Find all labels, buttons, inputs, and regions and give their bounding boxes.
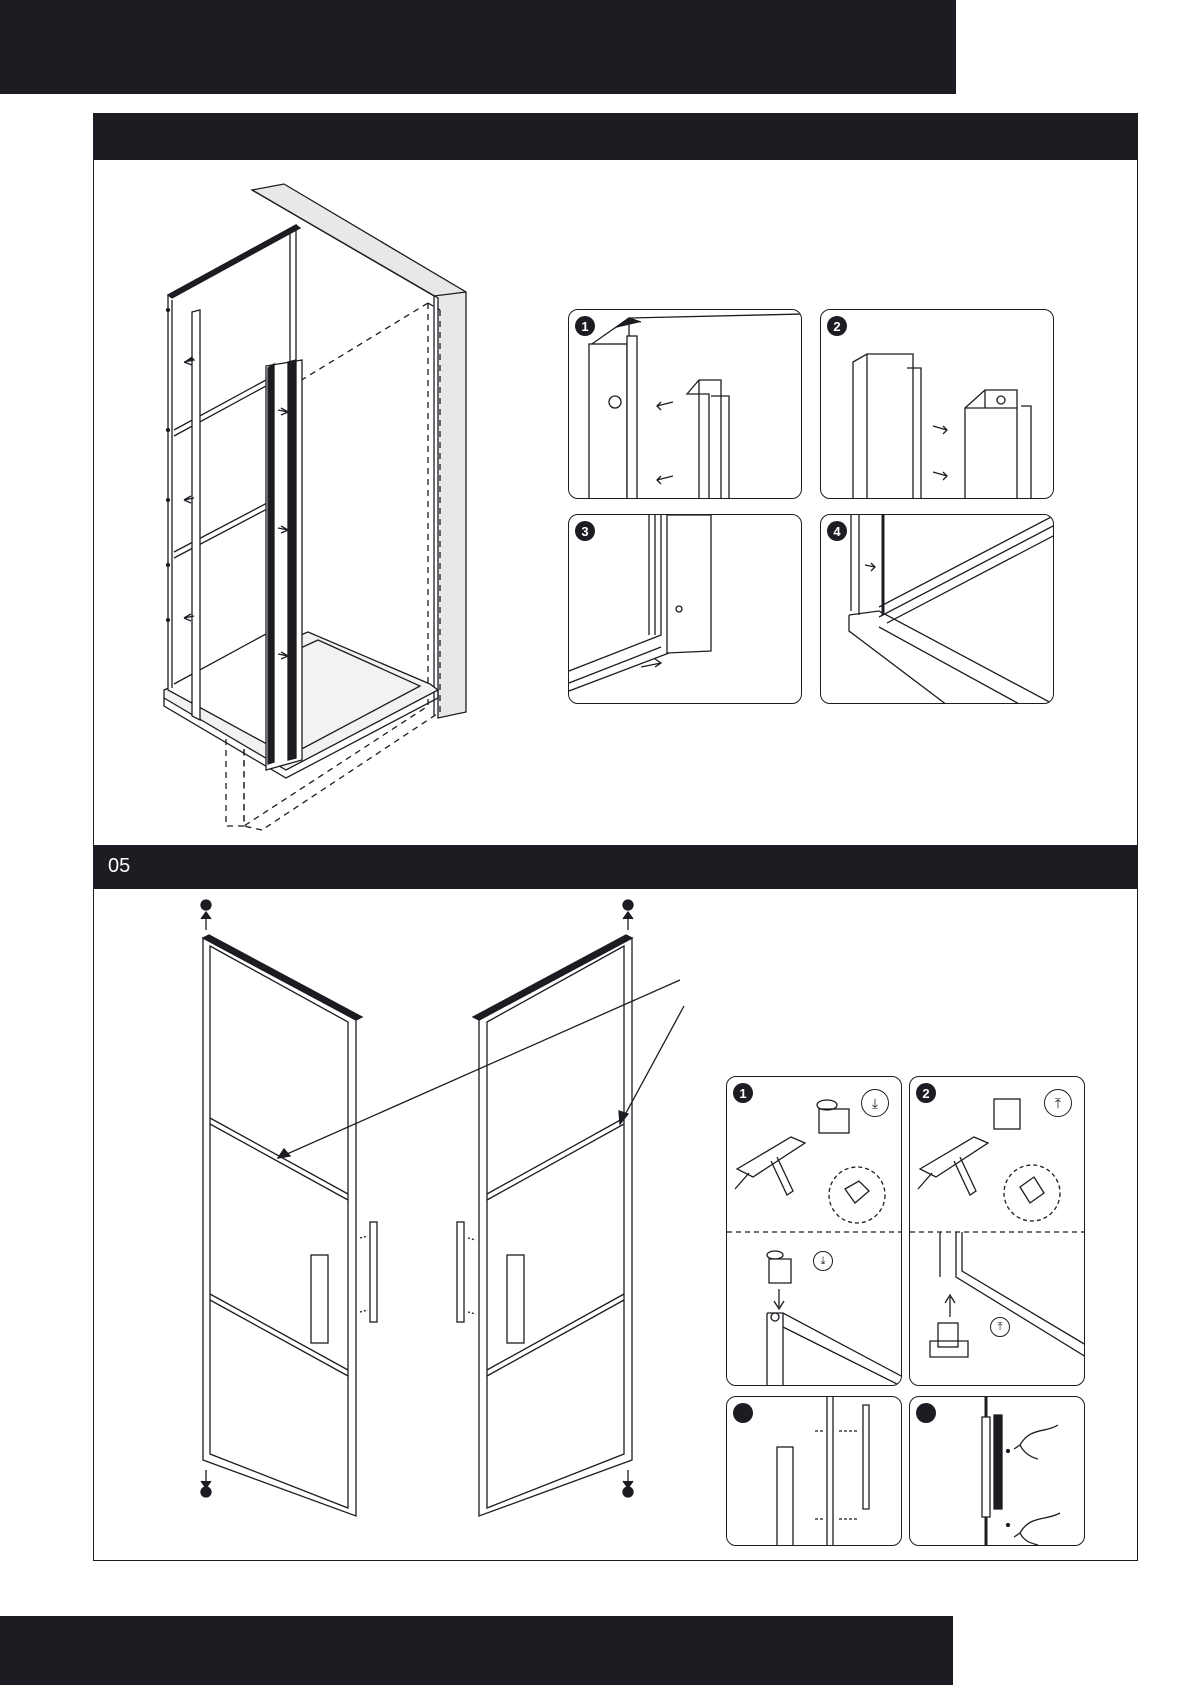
- step-badge: 2: [916, 1083, 936, 1103]
- step-badge: 1: [575, 316, 595, 336]
- pull-up-icon: [910, 1077, 1085, 1386]
- profile-alignment-icon: [821, 310, 1054, 499]
- step-badge: 1: [733, 1083, 753, 1103]
- bottom-slide-icon: [569, 515, 802, 704]
- step-panel-bottom-4: [909, 1396, 1085, 1546]
- push-down-icon: [727, 1077, 902, 1386]
- pull-up-icon: ⤒: [990, 1317, 1010, 1337]
- step-badge: 4: [827, 521, 847, 541]
- footer-band: [0, 1616, 953, 1685]
- screw-fix-icon: [910, 1397, 1085, 1546]
- step-badge: 2: [827, 316, 847, 336]
- tray-corner-icon: [821, 515, 1054, 704]
- step-panel-bottom-3: [726, 1396, 902, 1546]
- step-panel-top-3: 3: [568, 514, 802, 704]
- step-badge: [733, 1403, 753, 1423]
- step-panel-top-1: 1: [568, 309, 802, 499]
- step-panel-bottom-2: 2 ⤒ ⤒: [909, 1076, 1085, 1386]
- push-down-icon: ⤓: [861, 1089, 889, 1117]
- handle-mount-icon: [727, 1397, 902, 1546]
- step-badge: 3: [575, 521, 595, 541]
- step-badge: [916, 1403, 936, 1423]
- step-panel-top-2: 2: [820, 309, 1054, 499]
- pull-up-icon: ⤒: [1044, 1089, 1072, 1117]
- step-panel-top-4: 4: [820, 514, 1054, 704]
- push-down-icon: ⤓: [813, 1251, 833, 1271]
- profile-insertion-icon: [569, 310, 802, 499]
- step-panel-bottom-1: 1 ⤓ ⤓: [726, 1076, 902, 1386]
